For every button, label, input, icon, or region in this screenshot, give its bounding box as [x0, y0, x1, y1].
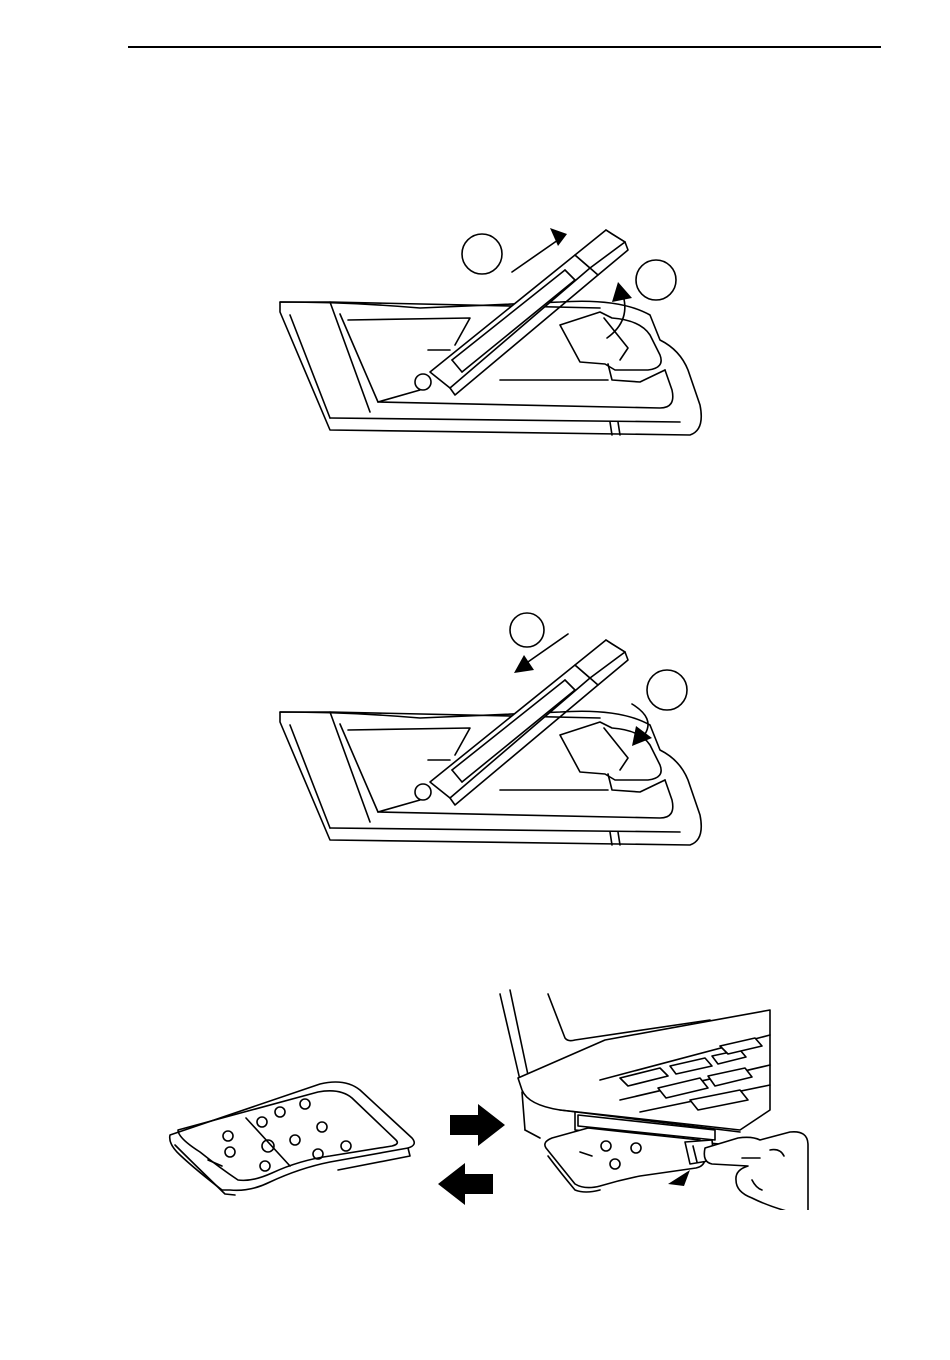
eject-arrow-icon [438, 1163, 493, 1205]
eject-button-arrow-icon [668, 1170, 690, 1186]
arrow-up-icon [512, 228, 567, 272]
step-circle-1 [510, 613, 544, 647]
laptop [500, 990, 770, 1148]
figure-laptop-slot [0, 980, 950, 1210]
step-circle-1 [462, 234, 502, 274]
insert-arrow-icon [450, 1104, 505, 1146]
step-circle-2 [636, 260, 676, 300]
header-rule [128, 46, 881, 48]
step-circle-2 [647, 670, 687, 710]
figure-remove-remote [0, 190, 950, 450]
remote-control-flat [170, 1082, 415, 1195]
finger-icon [704, 1132, 808, 1210]
figure-insert-remote [0, 600, 950, 860]
